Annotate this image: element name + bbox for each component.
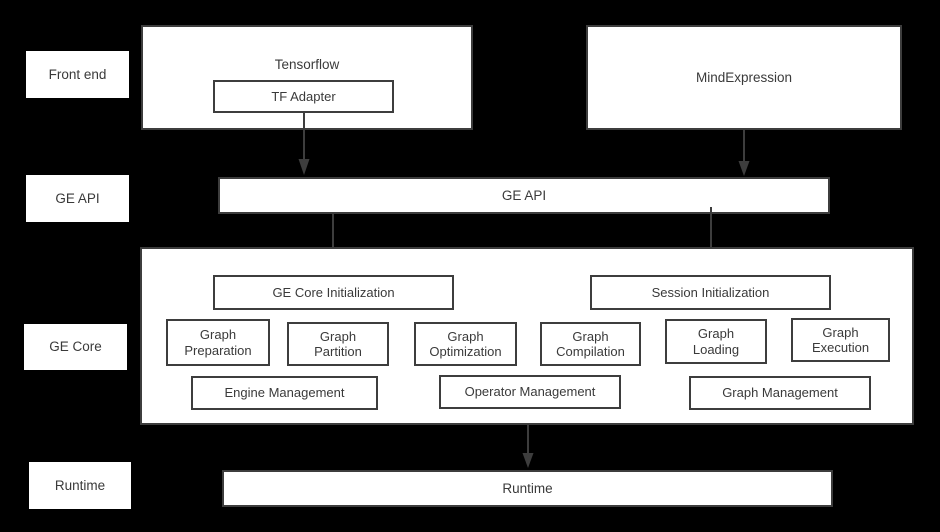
graph-preparation-label: Graph Preparation (184, 327, 252, 358)
graph-management-node[interactable]: Graph Management (689, 376, 871, 410)
stage-label-ge-api: GE API (26, 175, 129, 222)
graph-optimization-label: Graph Optimization (429, 328, 502, 359)
stage-label-ge-core-text: GE Core (49, 339, 102, 355)
arrow-ge-core-to-runtime (521, 425, 535, 470)
arrow-tf-adapter-to-ge-api (297, 113, 311, 177)
graph-loading-node[interactable]: Graph Loading (665, 319, 767, 364)
frontend-tf-adapter-node[interactable]: TF Adapter (213, 80, 394, 113)
graph-compilation-label: Graph Compilation (556, 328, 625, 359)
ge-core-initialization-node[interactable]: GE Core Initialization (213, 275, 454, 310)
stage-label-ge-api-text: GE API (55, 190, 100, 206)
graph-management-label: Graph Management (722, 385, 838, 401)
ge-api-bar[interactable]: GE API (218, 177, 830, 214)
session-initialization-label: Session Initialization (651, 284, 770, 300)
graph-partition-label: Graph Partition (314, 328, 362, 359)
graph-optimization-node[interactable]: Graph Optimization (414, 322, 517, 366)
graph-execution-node[interactable]: Graph Execution (791, 318, 890, 362)
stage-label-runtime: Runtime (29, 462, 131, 509)
stage-label-front-end: Front end (26, 51, 129, 98)
graph-compilation-node[interactable]: Graph Compilation (540, 322, 641, 366)
frontend-tf-adapter-label: TF Adapter (271, 88, 336, 104)
stage-label-ge-core: GE Core (24, 324, 127, 370)
ge-api-bar-label: GE API (501, 187, 547, 203)
operator-management-label: Operator Management (464, 384, 596, 400)
graph-loading-label: Graph Loading (692, 326, 740, 357)
frontend-mindexpression-frame: MindExpression (586, 25, 902, 130)
ge-core-initialization-label: GE Core Initialization (272, 284, 395, 300)
arrow-mindexpression-to-ge-api (737, 130, 751, 178)
stage-label-front-end-text: Front end (48, 66, 107, 82)
runtime-bar[interactable]: Runtime (222, 470, 833, 507)
engine-management-node[interactable]: Engine Management (191, 376, 378, 410)
stage-label-runtime-text: Runtime (54, 477, 106, 493)
session-initialization-node[interactable]: Session Initialization (590, 275, 831, 310)
runtime-bar-label: Runtime (502, 480, 553, 496)
engine-management-label: Engine Management (224, 385, 345, 401)
graph-execution-label: Graph Execution (811, 324, 870, 355)
frontend-tensorflow-title: Tensorflow (274, 57, 340, 72)
operator-management-node[interactable]: Operator Management (439, 375, 621, 409)
frontend-mindexpression-title: MindExpression (695, 69, 793, 85)
graph-preparation-node[interactable]: Graph Preparation (166, 319, 270, 366)
graph-partition-node[interactable]: Graph Partition (287, 322, 389, 366)
